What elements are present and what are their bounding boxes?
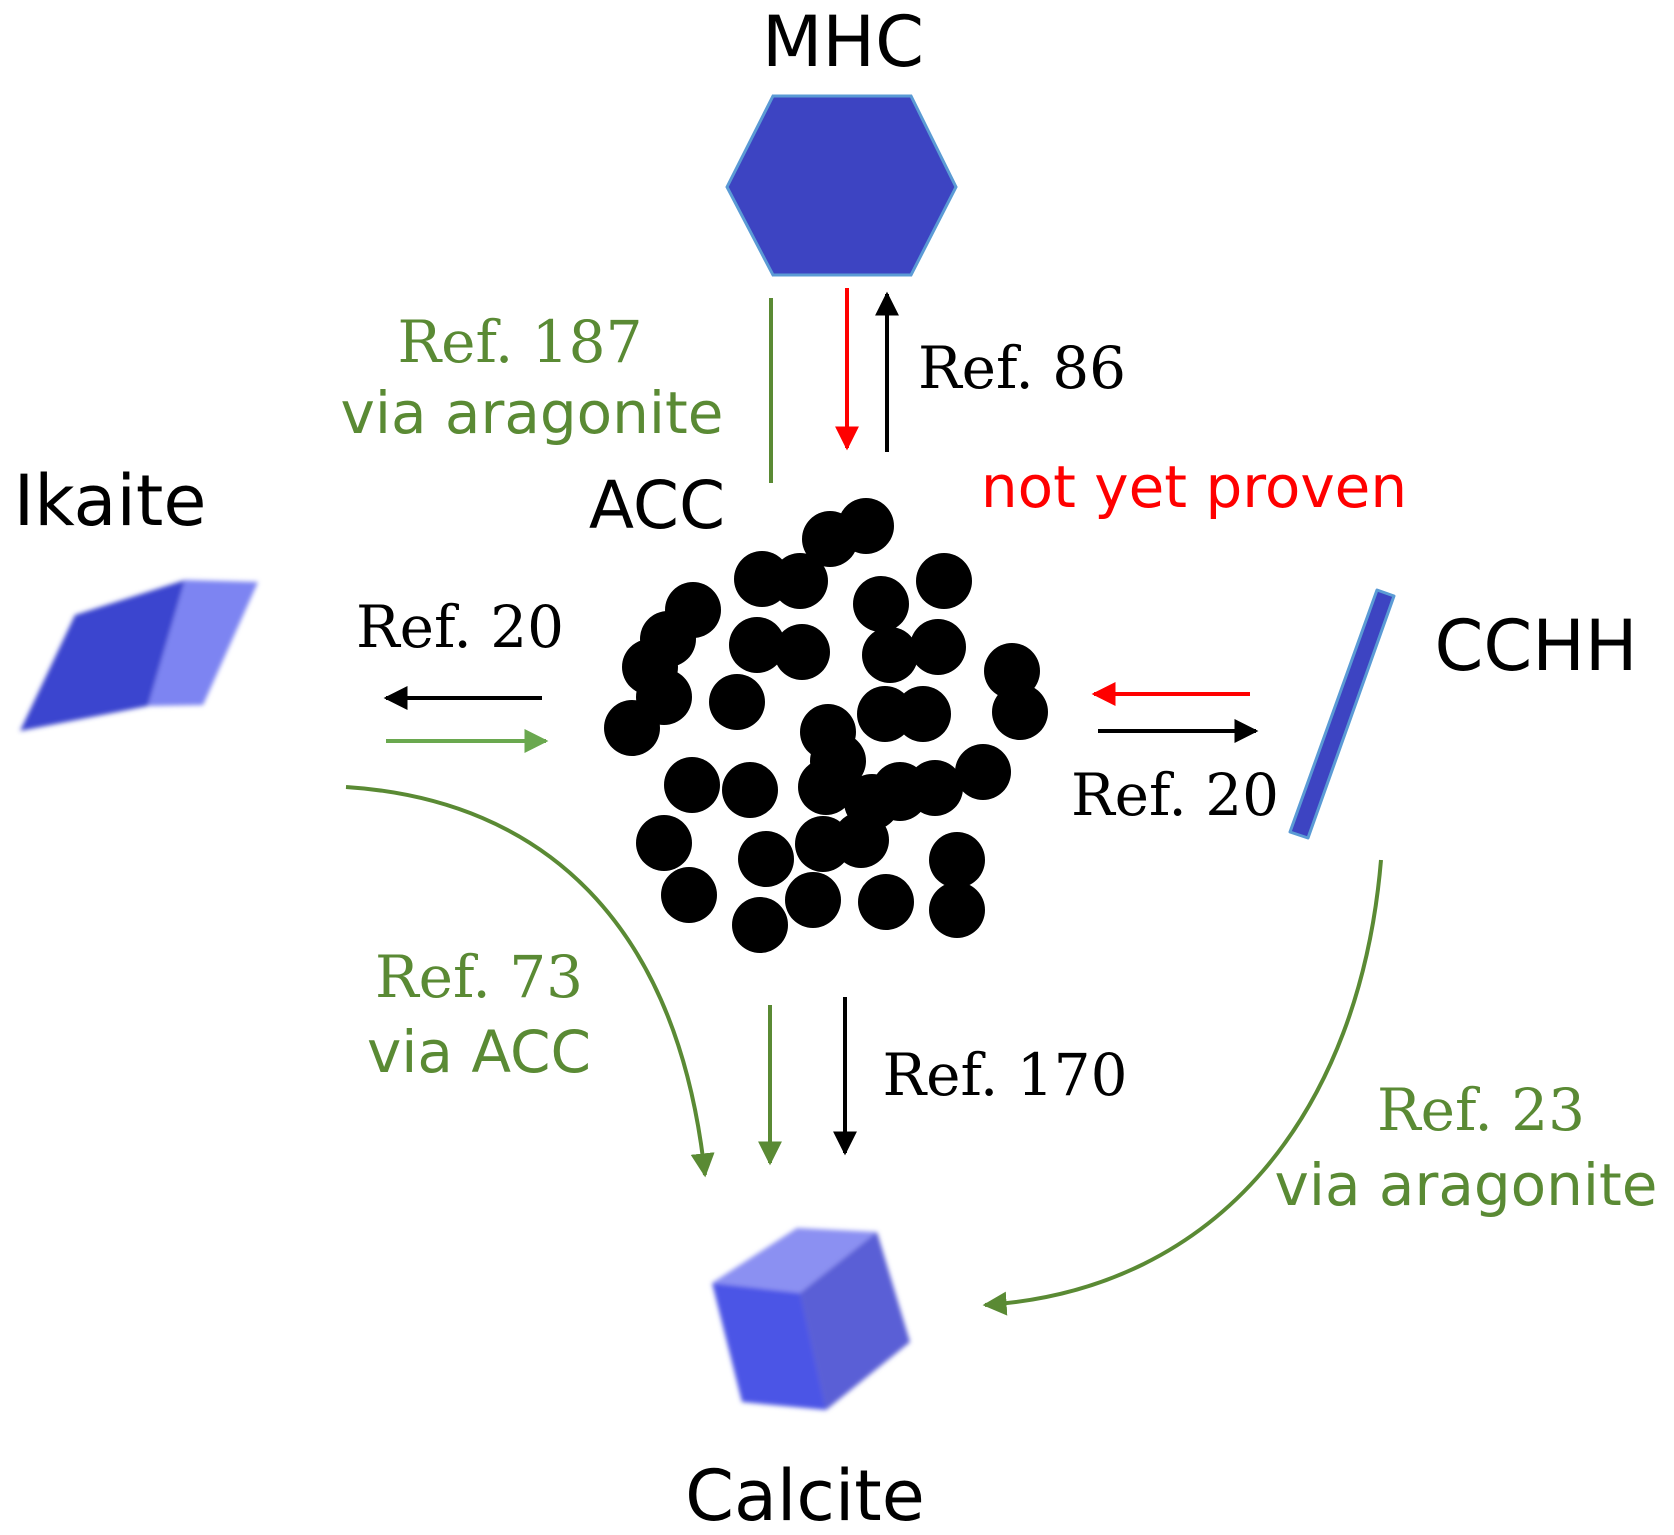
- acc-particle: [738, 831, 794, 887]
- cchh-to-calcite-curved-arrow: [982, 859, 1383, 1316]
- acc-particle: [838, 498, 894, 554]
- calcite-label: Calcite: [685, 1455, 925, 1535]
- ikaite-label: Ikaite: [14, 460, 207, 542]
- acc-particle: [955, 744, 1011, 800]
- acc-particle: [895, 686, 951, 742]
- acc-particle: [722, 762, 778, 818]
- ref-187-label: Ref. 187: [398, 308, 643, 376]
- hexagon-crystal-icon: [725, 94, 958, 277]
- ref-73-label: Ref. 73: [375, 943, 583, 1011]
- acc-particle: [844, 774, 900, 830]
- acc-particle: [732, 897, 788, 953]
- acc-particle: [929, 832, 985, 888]
- acc-particle: [853, 576, 909, 632]
- acc-particle: [798, 759, 854, 815]
- parallelepiped-crystal-icon: [20, 580, 258, 731]
- acc-particle: [709, 674, 765, 730]
- acc-particle: [992, 684, 1048, 740]
- acc-particle: [862, 627, 918, 683]
- not-yet-proven-label: not yet proven: [981, 453, 1407, 521]
- ref-20-left-label: Ref. 20: [356, 593, 564, 661]
- acc-particle: [661, 867, 717, 923]
- rhombohedral-cube-icon: [712, 1228, 910, 1410]
- acc-particle: [636, 815, 692, 871]
- via-aragonite-label-bottom: via aragonite: [1275, 1151, 1658, 1219]
- ikaite-to-calcite-curved-arrow: [345, 785, 715, 1178]
- acc-particle: [664, 757, 720, 813]
- acc-label: ACC: [589, 467, 725, 544]
- acc-particle: [604, 700, 660, 756]
- acc-particle: [858, 874, 914, 930]
- cchh-label: CCHH: [1434, 605, 1637, 687]
- acc-particle: [729, 617, 785, 673]
- ref-170-label: Ref. 170: [883, 1041, 1128, 1109]
- ref-86-label: Ref. 86: [918, 334, 1126, 402]
- acc-particle: [774, 624, 830, 680]
- via-aragonite-label-top: via aragonite: [341, 379, 724, 447]
- amorphous-particles-icon: [604, 498, 1048, 953]
- acc-particle: [910, 619, 966, 675]
- ref-20-right-label: Ref. 20: [1071, 761, 1279, 829]
- mhc-label: MHC: [762, 1, 924, 83]
- acc-particle: [916, 553, 972, 609]
- needle-crystal-icon: [1288, 588, 1396, 840]
- acc-particle: [772, 553, 828, 609]
- ref-23-label: Ref. 23: [1377, 1076, 1585, 1144]
- via-acc-label: via ACC: [367, 1018, 591, 1086]
- acc-particle: [785, 872, 841, 928]
- acc-particle: [929, 882, 985, 938]
